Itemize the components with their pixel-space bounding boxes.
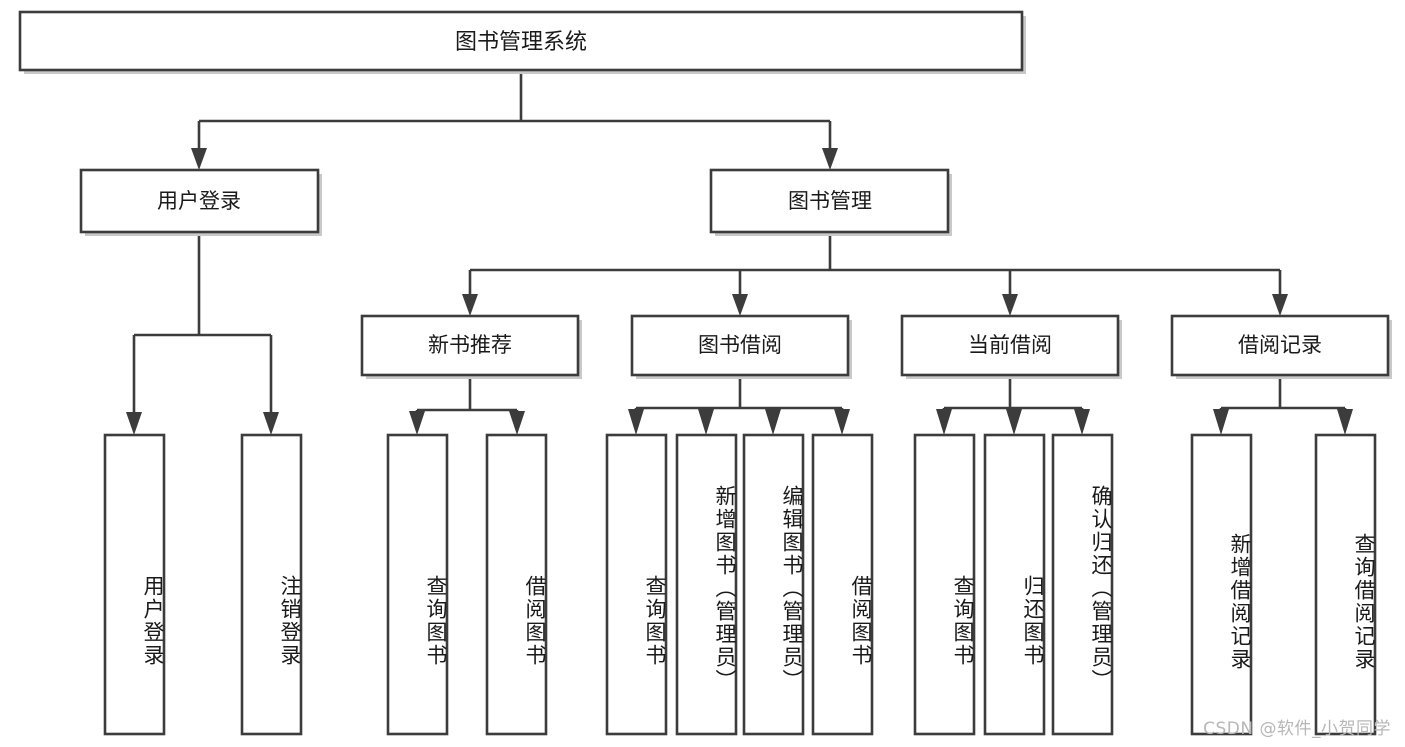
- leaf-query-book-rec-box[interactable]: [386, 433, 449, 736]
- leaf-add-book-admin-box[interactable]: [675, 433, 738, 736]
- leaf-query-book-current-box[interactable]: [913, 433, 976, 736]
- node-layer: 图书管理系统 用户登录 图书管理 新书推荐 图书: [18, 10, 1392, 736]
- leaf-user-logout-box[interactable]: [240, 433, 303, 736]
- leaf-return-book-box[interactable]: [983, 433, 1046, 736]
- node-book-manage-box: [709, 168, 950, 234]
- node-user-login-label: 用户登录: [157, 189, 241, 213]
- leaf-user-login-box[interactable]: [103, 433, 166, 736]
- arrow-cb-leaf2: [1006, 409, 1022, 435]
- leaf-boxes: [103, 433, 1377, 736]
- leaf-query-book-borrow-box[interactable]: [605, 433, 668, 736]
- arrow-bb-leaf2: [698, 409, 714, 435]
- arrow-nb-leaf2: [509, 411, 525, 435]
- edge-layer: [126, 70, 1353, 435]
- arrow-bm-to-borrowrecord: [1272, 294, 1288, 316]
- arrow-bb-leaf3: [765, 409, 781, 435]
- arrow-br-leaf2: [1337, 409, 1353, 435]
- node-new-book-recommend-label: 新书推荐: [428, 333, 512, 357]
- arrow-nb-leaf1: [409, 411, 425, 435]
- node-user-login[interactable]: 用户登录: [79, 168, 322, 236]
- node-borrow-record-box: [1170, 314, 1390, 377]
- leaf-add-borrow-record-box[interactable]: [1190, 433, 1253, 736]
- node-new-book-recommend[interactable]: 新书推荐: [360, 314, 582, 379]
- node-root-label: 图书管理系统: [455, 30, 587, 55]
- leaf-confirm-return-admin-box[interactable]: [1051, 433, 1114, 736]
- arrow-bm-to-newbook: [462, 294, 478, 316]
- node-book-borrow-label: 图书借阅: [698, 333, 782, 357]
- arrow-bb-leaf4: [834, 409, 850, 435]
- leaf-borrow-book-box[interactable]: [811, 433, 874, 736]
- node-book-borrow[interactable]: 图书借阅: [630, 314, 852, 379]
- arrow-root-to-book-manage: [822, 148, 838, 170]
- node-current-borrow-box: [900, 314, 1120, 377]
- node-current-borrow[interactable]: 当前借阅: [900, 314, 1122, 379]
- arrow-bb-leaf1: [628, 409, 644, 435]
- arrow-ul-to-leaf2: [263, 412, 279, 435]
- node-root-box: [18, 10, 1024, 72]
- arrow-ul-to-leaf1: [126, 412, 142, 435]
- arrow-root-to-user-login: [191, 148, 207, 170]
- leaf-edit-book-admin-box[interactable]: [742, 433, 805, 736]
- node-new-book-recommend-box: [360, 314, 580, 377]
- node-book-borrow-box: [630, 314, 850, 377]
- node-borrow-record-label: 借阅记录: [1238, 333, 1322, 357]
- node-user-login-box: [79, 168, 320, 234]
- node-root[interactable]: 图书管理系统: [18, 10, 1026, 74]
- node-current-borrow-label: 当前借阅: [968, 333, 1052, 357]
- arrow-br-leaf1: [1213, 409, 1229, 435]
- leaf-borrow-book-rec-box[interactable]: [485, 433, 548, 736]
- csdn-watermark: CSDN @软件_小贺同学: [1203, 719, 1391, 739]
- arrow-cb-leaf3: [1074, 409, 1090, 435]
- leaf-query-borrow-record-box[interactable]: [1314, 433, 1377, 736]
- arrow-bm-to-bookborrow: [732, 294, 748, 316]
- node-book-manage-label: 图书管理: [788, 189, 872, 213]
- node-borrow-record[interactable]: 借阅记录: [1170, 314, 1392, 379]
- arrow-bm-to-currentborrow: [1002, 294, 1018, 316]
- arrow-cb-leaf1: [936, 409, 952, 435]
- node-book-manage[interactable]: 图书管理: [709, 168, 952, 236]
